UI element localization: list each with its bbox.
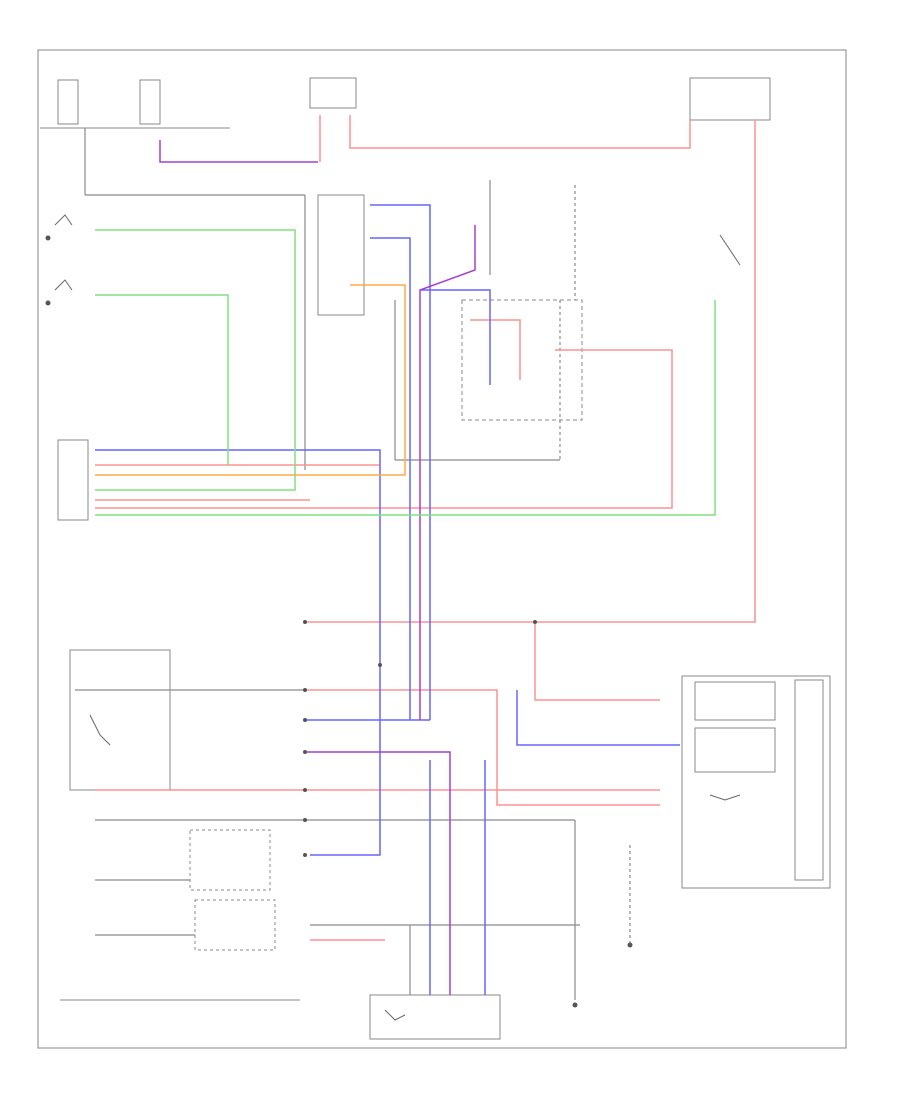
switch-top-right xyxy=(719,234,741,266)
node-dot xyxy=(303,818,307,822)
wire-blue-2 xyxy=(370,237,411,720)
node-dot xyxy=(303,620,307,624)
node-dot xyxy=(303,788,307,792)
wire-blue-3 xyxy=(95,449,381,856)
wire-red-mid xyxy=(305,689,660,806)
node-dot xyxy=(378,663,382,667)
module-connector-left xyxy=(57,439,89,521)
ground-dot xyxy=(45,300,51,306)
wire-violet-2 xyxy=(305,751,451,995)
node-dot xyxy=(533,620,537,624)
ground-dot xyxy=(45,235,51,241)
switch-bottom xyxy=(384,1009,406,1021)
node-dot xyxy=(303,750,307,754)
diagram-frame xyxy=(37,49,847,1049)
wire-red-long-right xyxy=(305,120,756,623)
wire-red-top xyxy=(349,115,691,149)
ground-dot xyxy=(627,942,633,948)
node-dot xyxy=(303,688,307,692)
door-lock-switch xyxy=(194,899,276,951)
wire-blue-5 xyxy=(516,690,680,746)
fuse-block-left xyxy=(57,79,79,125)
switch-window-rear xyxy=(54,279,73,291)
switch-door-right xyxy=(709,794,741,801)
wire-violet-1 xyxy=(419,225,476,720)
wire-violet-top xyxy=(159,140,318,163)
rear-switch-assembly xyxy=(461,299,583,421)
node-dot xyxy=(303,718,307,722)
door-module-right-circuit-a xyxy=(694,681,776,721)
switch-window-front xyxy=(54,214,73,226)
relay-top-right xyxy=(689,77,771,121)
bottom-switch-body xyxy=(369,994,501,1040)
wire-green-3 xyxy=(95,300,716,516)
wire-green-2 xyxy=(95,294,229,465)
fuse-block-center xyxy=(139,79,161,125)
wire-green-1 xyxy=(95,229,296,491)
door-module-right xyxy=(681,675,831,889)
door-module-right-bus xyxy=(794,679,824,881)
wire-red-module-2 xyxy=(95,349,673,509)
wire-orange-1 xyxy=(95,284,406,476)
relay-top-center xyxy=(309,77,357,109)
wire-blue-6 xyxy=(420,289,491,385)
wire-red-drop xyxy=(534,622,660,701)
wire-red-rear xyxy=(470,319,521,380)
node-dot xyxy=(303,853,307,857)
door-module-right-circuit-b xyxy=(694,727,776,773)
ground-dot xyxy=(572,1002,578,1008)
switch-door-left xyxy=(89,714,111,746)
wire-blue-1 xyxy=(370,204,431,720)
door-module-left xyxy=(69,649,171,791)
electronic-circuit-left xyxy=(189,829,271,891)
front-switch-body xyxy=(317,194,365,316)
